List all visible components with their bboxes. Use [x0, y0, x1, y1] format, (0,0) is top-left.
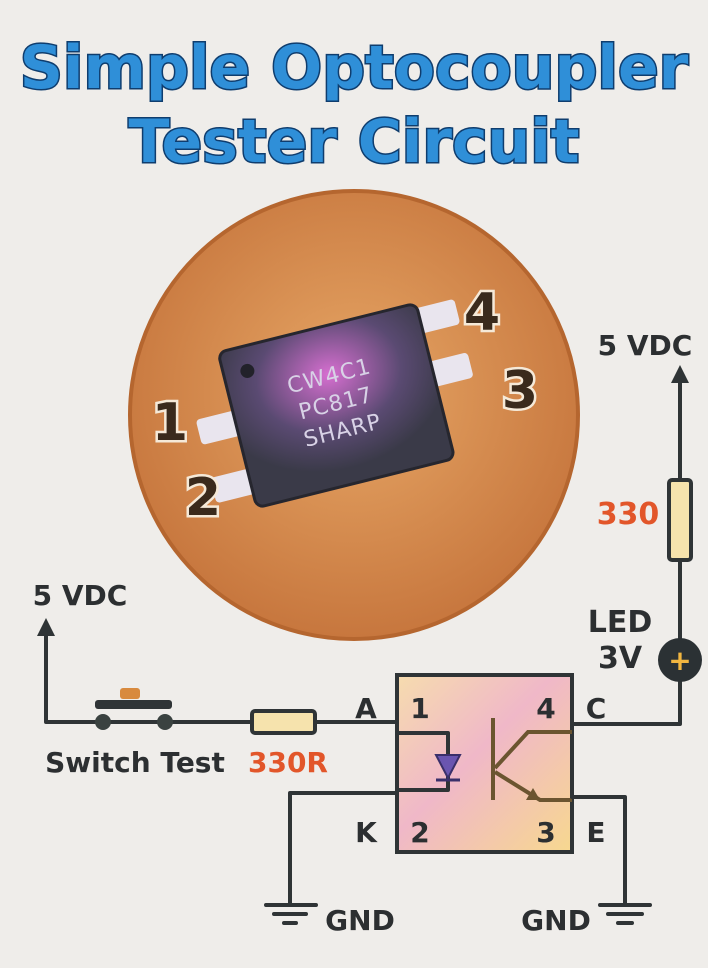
- pin-label-k: K: [355, 816, 378, 849]
- input-resistor-label: 330R: [248, 746, 328, 779]
- title-line-1: Simple Optocoupler: [20, 33, 689, 103]
- pin-label-a: A: [355, 692, 377, 725]
- pin-label-c: C: [586, 692, 607, 725]
- ic-pin-3: 3: [536, 816, 555, 849]
- ic-pin-2: 2: [410, 816, 429, 849]
- led-voltage-label: 3V: [598, 641, 643, 676]
- output-resistor: [667, 478, 693, 562]
- left-supply-label: 5 VDC: [33, 579, 128, 612]
- optocoupler-symbol: [395, 673, 574, 854]
- chip-body: [218, 303, 455, 508]
- led: [658, 638, 702, 682]
- input-resistor: [250, 709, 317, 735]
- ic-pin-4: 4: [536, 692, 555, 725]
- ground-icon: [598, 903, 652, 925]
- output-resistor-label: 330: [597, 497, 660, 532]
- title-line-2: Tester Circuit: [129, 107, 580, 177]
- arrow-up-icon: [671, 365, 689, 383]
- gnd-left-label: GND: [325, 904, 395, 937]
- chip-pin-3: [427, 353, 473, 387]
- pc817-chip: CW4C1 PC817 SHARP: [196, 299, 473, 508]
- chip-pin-label-3: 3: [502, 361, 538, 421]
- chip-illustration: CW4C1 PC817 SHARP 1 2 3 4: [128, 189, 580, 641]
- ic-pin-1: 1: [410, 692, 429, 725]
- chip-pin-label-1: 1: [152, 393, 188, 453]
- right-supply-label: 5 VDC: [598, 329, 693, 362]
- ground-icon: [264, 903, 318, 925]
- chip-pin-label-2: 2: [185, 468, 221, 528]
- led-plus-icon: +: [668, 644, 691, 677]
- gnd-right-label: GND: [521, 904, 591, 937]
- push-switch: [95, 700, 172, 709]
- chip-pin-label-4: 4: [464, 283, 500, 343]
- switch-label: Switch Test: [45, 746, 225, 779]
- schematic: 5 VDC 330 LED 3V + 5 VDC Switch Test 330…: [33, 329, 702, 937]
- arrow-up-icon: [37, 618, 55, 636]
- pin-label-e: E: [586, 816, 605, 849]
- chip-pin-4: [414, 299, 460, 334]
- diode-icon: [434, 754, 462, 781]
- led-label: LED: [588, 605, 653, 640]
- chip-pin-1: [196, 410, 242, 445]
- chip-pin-2: [211, 468, 257, 503]
- title: Simple Optocoupler Tester Circuit: [18, 32, 690, 179]
